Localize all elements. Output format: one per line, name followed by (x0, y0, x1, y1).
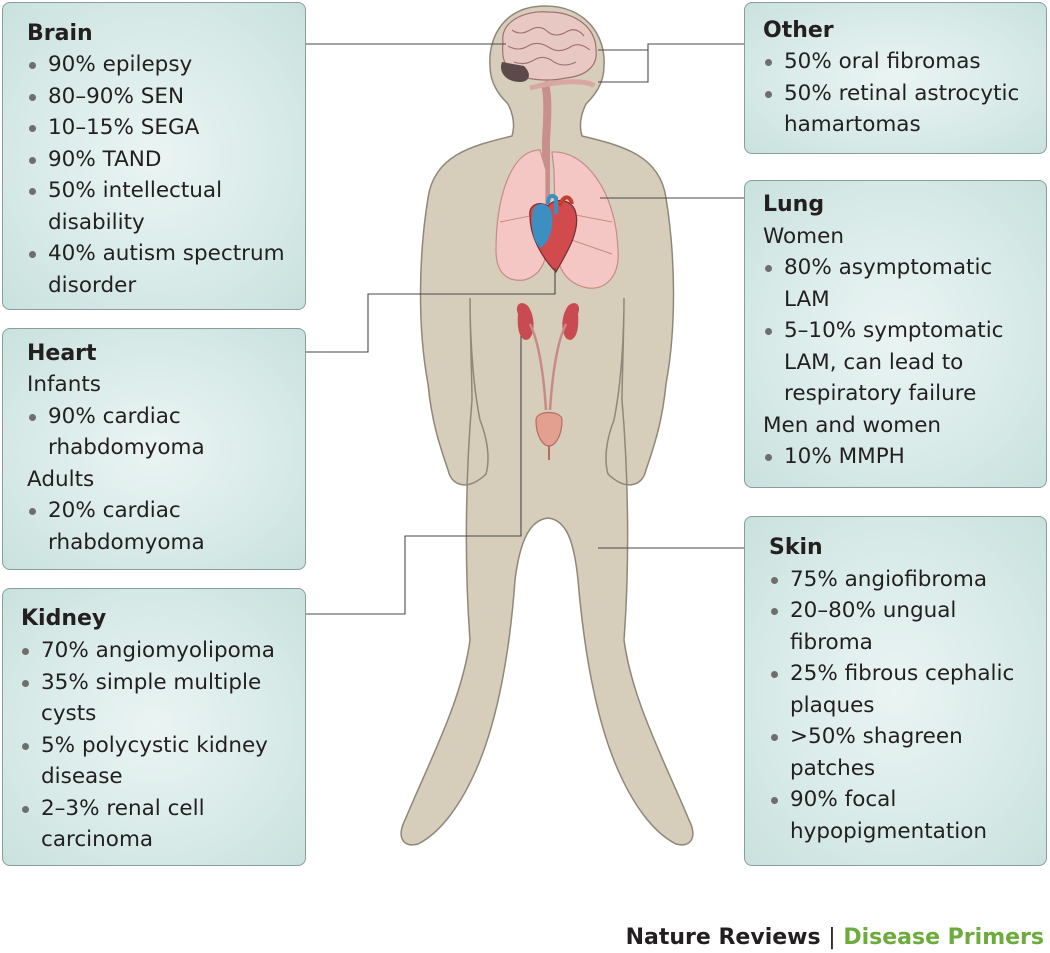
kidney-panel: Kidney 70% angiomyolipoma 35% simple mul… (2, 588, 306, 866)
heart-connector (305, 268, 556, 353)
lung-item-1-cont: LAM (784, 287, 830, 312)
brain-panel: Brain 90% epilepsy 80–90% SEN 10–15% SEG… (2, 2, 306, 310)
other-panel: Other 50% oral fibromas 50% retinal astr… (744, 2, 1047, 154)
other-connector (598, 43, 744, 83)
kidney-item-1: 70% angiomyolipoma (22, 635, 275, 667)
heart-item-1: 90% cardiac (29, 401, 181, 433)
lung-group-women: Women (763, 224, 844, 249)
trachea-icon (529, 79, 596, 230)
connector-lines (305, 43, 744, 615)
kidney-item-4: 2–3% renal cell (22, 793, 205, 825)
other-item-2: 50% retinal astrocytic (764, 78, 1019, 110)
brain-item-6-cont: disorder (48, 273, 137, 298)
brain-item-6: 40% autism spectrum (29, 238, 285, 270)
skin-item-2-cont: fibroma (790, 630, 873, 655)
kidney-item-3-cont: disease (41, 764, 123, 789)
lung-group-men-women: Men and women (763, 413, 942, 438)
brain-item-4: 90% TAND (28, 144, 161, 176)
heart-group-adults: Adults (27, 467, 95, 492)
heart-group-infants: Infants (27, 372, 101, 397)
heart-item-1-cont: rhabdomyoma (48, 435, 205, 460)
lung-item-2-cont-1: LAM, can lead to (784, 350, 964, 375)
kidney-item-3: 5% polycystic kidney (22, 730, 268, 762)
skin-title: Skin (769, 535, 823, 560)
kidney-title: Kidney (21, 606, 107, 631)
lung-title: Lung (763, 192, 825, 217)
brain-item-2: 80–90% SEN (28, 81, 184, 113)
other-title: Other (763, 18, 834, 43)
kidneys-icon (516, 303, 580, 411)
brain-icon (500, 11, 597, 82)
skin-item-3: 25% fibrous cephalic (770, 658, 1014, 690)
footer-series: Disease Primers (843, 925, 1044, 950)
skin-item-3-cont: plaques (790, 693, 875, 718)
lungs-icon (495, 149, 619, 289)
skin-item-4: >50% shagreen (771, 721, 963, 753)
other-item-1: 50% oral fibromas (765, 46, 981, 78)
skin-panel: Skin 75% angiofibroma 20–80% ungual fibr… (744, 516, 1047, 866)
brain-item-1: 90% epilepsy (28, 49, 192, 81)
bladder-icon (535, 411, 563, 460)
kidney-connector (305, 336, 522, 615)
kidney-item-2: 35% simple multiple (21, 667, 261, 699)
heart-icon (529, 194, 578, 273)
heart-panel: Heart Infants 90% cardiac rhabdomyoma Ad… (2, 328, 306, 570)
footer-journal: Nature Reviews (625, 925, 821, 950)
heart-title: Heart (27, 341, 97, 366)
journal-footer: Nature Reviews | Disease Primers (626, 924, 1044, 952)
lung-panel: Lung Women 80% asymptomatic LAM 5–10% sy… (744, 180, 1047, 488)
heart-item-2: 20% cardiac (29, 495, 181, 527)
lung-item-2-cont-2: respiratory failure (784, 381, 977, 406)
kidney-item-2-cont: cysts (41, 701, 97, 726)
brain-item-3: 10–15% SEGA (28, 112, 199, 144)
skin-item-5-cont: hypopigmentation (790, 819, 988, 844)
brain-title: Brain (27, 21, 93, 46)
skin-item-2: 20–80% ungual (770, 595, 956, 627)
lung-item-3: 10% MMPH (765, 441, 905, 473)
skin-item-1: 75% angiofibroma (770, 564, 987, 596)
heart-item-2-cont: rhabdomyoma (48, 530, 205, 555)
skin-item-5: 90% focal (770, 784, 896, 816)
kidney-item-4-cont: carcinoma (41, 827, 154, 852)
lung-item-2: 5–10% symptomatic (765, 315, 1004, 347)
brain-item-5: 50% intellectual (28, 175, 222, 207)
brain-item-5-cont: disability (48, 210, 145, 235)
skin-item-4-cont: patches (790, 756, 876, 781)
other-item-2-cont: hamartomas (784, 112, 921, 137)
lung-item-1: 80% asymptomatic (764, 252, 992, 284)
footer-separator: | (828, 925, 836, 950)
